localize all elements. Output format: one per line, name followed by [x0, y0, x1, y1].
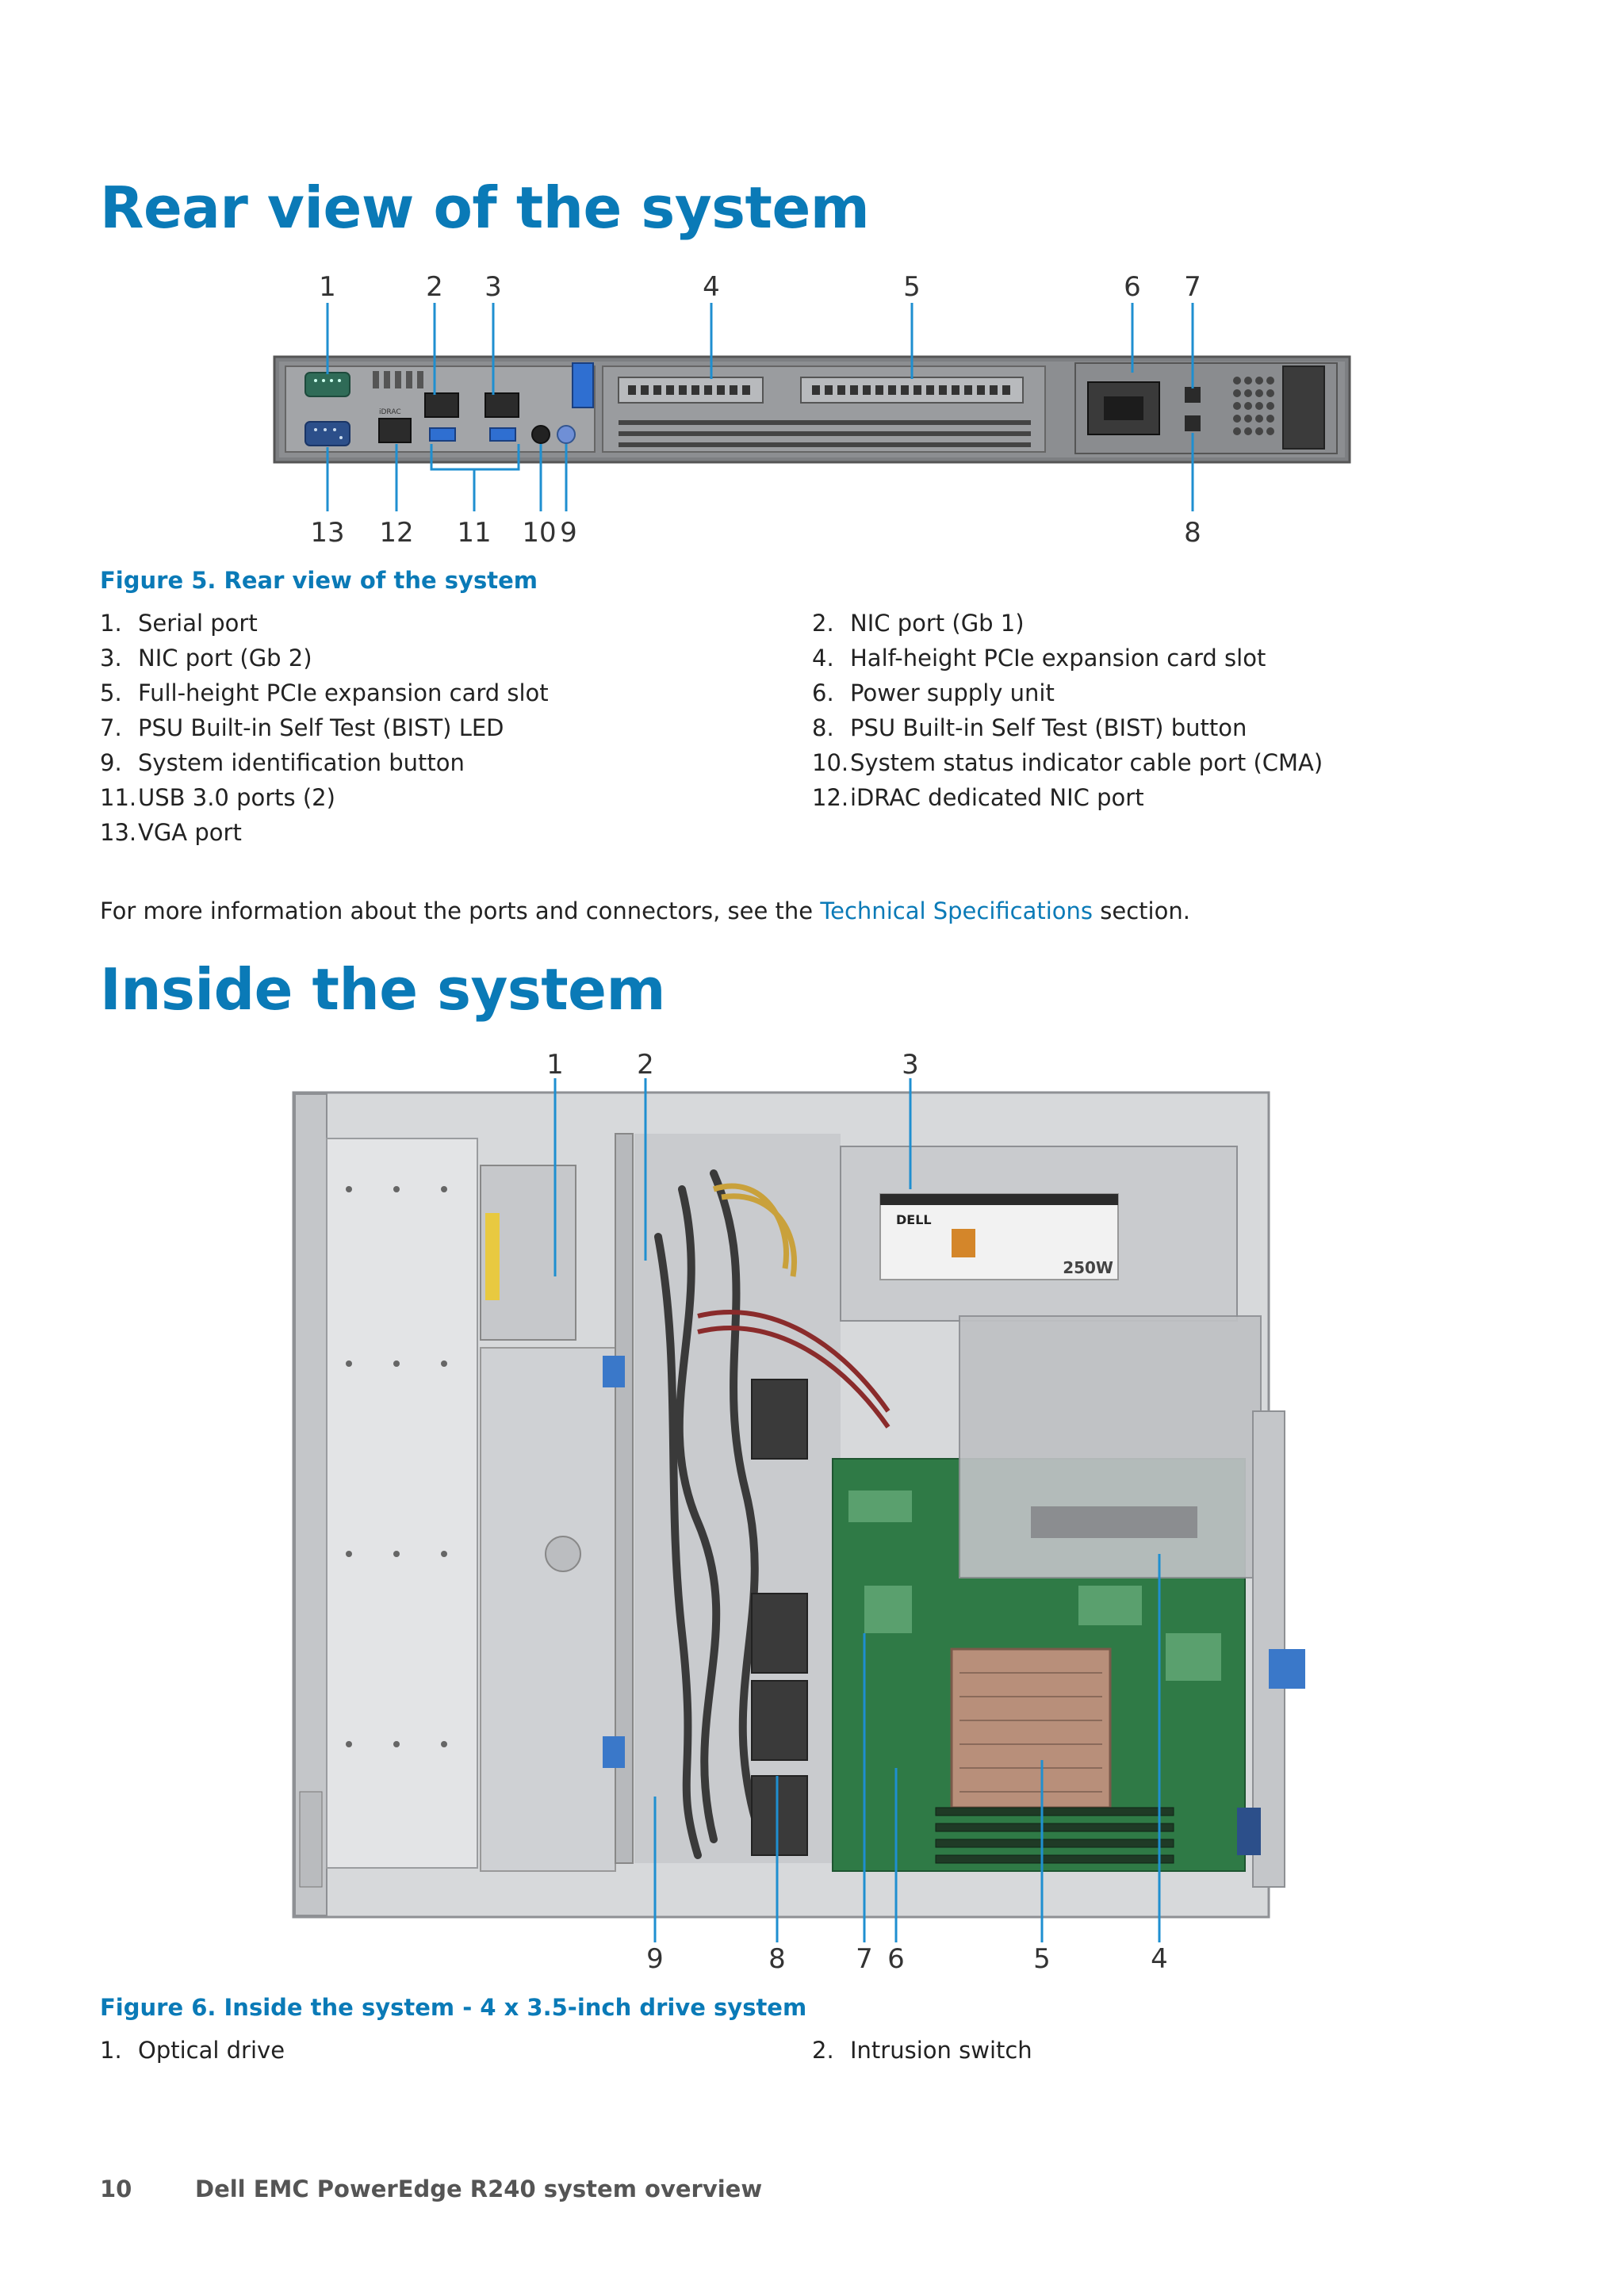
fan-icon: [751, 1593, 808, 1674]
bist-button-icon: [1185, 415, 1201, 431]
callout-9: 9: [646, 1943, 664, 1975]
callout-3: 3: [902, 1049, 919, 1081]
info-paragraph: For more information about the ports and…: [100, 897, 1190, 924]
inside-system-illustration: DELL 250W: [292, 1078, 1305, 1942]
callout-5: 5: [903, 271, 921, 303]
figure-5-caption: Figure 5. Rear view of the system: [100, 567, 538, 594]
callout-6: 6: [887, 1943, 905, 1975]
page-number: 10: [100, 2175, 132, 2202]
callout-7: 7: [1184, 271, 1201, 303]
figure-6-caption: Figure 6. Inside the system - 4 x 3.5-in…: [100, 1994, 807, 2021]
serial-port-icon: [304, 372, 350, 397]
rear-view-illustration: iDRAC: [273, 303, 1351, 511]
callout-1: 1: [319, 271, 336, 303]
callout-10: 10: [522, 517, 557, 549]
callout-13: 13: [310, 517, 345, 549]
callout-2: 2: [426, 271, 443, 303]
psu-brand-label: DELL: [896, 1212, 932, 1227]
fan-icon: [751, 1775, 808, 1856]
id-button-icon: [557, 425, 576, 444]
callout-7: 7: [856, 1943, 873, 1975]
idrac-port-icon: [378, 418, 412, 443]
technical-specifications-link[interactable]: Technical Specifications: [820, 897, 1094, 924]
callout-1: 1: [546, 1049, 564, 1081]
callout-9: 9: [560, 517, 577, 549]
callout-3: 3: [485, 271, 502, 303]
callout-5: 5: [1033, 1943, 1051, 1975]
cma-port-icon: [531, 425, 550, 444]
info-text-suffix: section.: [1093, 897, 1190, 924]
vga-port-icon: [304, 421, 350, 446]
callout-6: 6: [1124, 271, 1141, 303]
psu-wattage-label: 250W: [1063, 1258, 1113, 1277]
callout-2: 2: [637, 1049, 654, 1081]
usb-port-icon: [429, 427, 456, 442]
heatsink-icon: [950, 1647, 1112, 1809]
fan-icon: [751, 1379, 808, 1460]
info-text-prefix: For more information about the ports and…: [100, 897, 821, 924]
callout-4: 4: [1151, 1943, 1168, 1975]
callout-4: 4: [703, 271, 720, 303]
bist-led-icon: [1185, 387, 1201, 403]
usb-port-icon: [489, 427, 516, 442]
half-height-slot-icon: [618, 377, 764, 404]
callout-8: 8: [768, 1943, 786, 1975]
fan-icon: [751, 1680, 808, 1761]
nic1-port-icon: [424, 392, 459, 418]
footer-doc-title: Dell EMC PowerEdge R240 system overview: [195, 2175, 763, 2202]
nic2-port-icon: [485, 392, 519, 418]
callout-12: 12: [379, 517, 414, 549]
idrac-label: iDRAC: [379, 408, 401, 416]
callout-8: 8: [1184, 517, 1201, 549]
callout-11: 11: [457, 517, 492, 549]
section-title-inside-system: Inside the system: [100, 956, 666, 1023]
section-title-rear-view: Rear view of the system: [100, 174, 870, 241]
